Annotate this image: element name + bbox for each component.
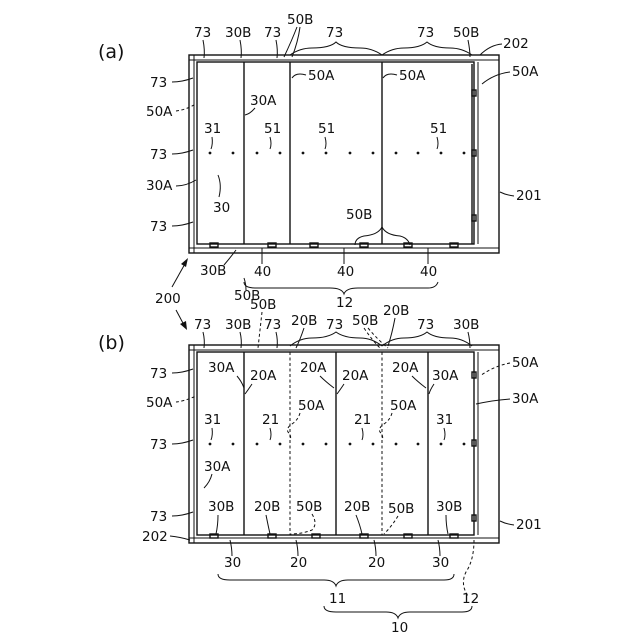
label-50B: 50B: [296, 499, 322, 515]
panel-a-tag: (a): [98, 41, 124, 63]
cabinet-a-inner: [197, 62, 474, 244]
label-40: 40: [420, 264, 437, 280]
label-73: 73: [150, 366, 167, 382]
panel-a: (a): [98, 12, 542, 311]
cabinet-a-outer: [189, 55, 499, 253]
label-50B: 50B: [346, 207, 372, 223]
label-31: 31: [436, 412, 453, 428]
label-30B: 30B: [436, 499, 462, 515]
label-73: 73: [194, 317, 211, 333]
label-200-group: 200: [155, 258, 188, 330]
label-40: 40: [254, 264, 271, 280]
label-30A: 30A: [432, 368, 459, 384]
label-31: 31: [204, 412, 221, 428]
label-200: 200: [155, 291, 181, 307]
label-20B: 20B: [383, 303, 409, 319]
label-50A: 50A: [308, 68, 335, 84]
label-30B: 30B: [453, 317, 479, 333]
label-12: 12: [336, 295, 353, 311]
label-30A: 30A: [146, 178, 173, 194]
label-50A: 50A: [390, 398, 417, 414]
label-30B: 30B: [225, 25, 251, 41]
dots-b: [209, 443, 466, 446]
label-12: 12: [462, 591, 479, 607]
label-50B: 50B: [250, 297, 276, 313]
label-30: 30: [432, 555, 449, 571]
label-50A: 50A: [146, 104, 173, 120]
label-21: 21: [262, 412, 279, 428]
label-20: 20: [290, 555, 307, 571]
label-20A: 20A: [392, 360, 419, 376]
label-201: 201: [516, 517, 542, 533]
label-30: 30: [213, 200, 230, 216]
label-30A: 30A: [208, 360, 235, 376]
label-73: 73: [150, 147, 167, 163]
label-202: 202: [503, 36, 529, 52]
label-50A: 50A: [399, 68, 426, 84]
label-73: 73: [150, 75, 167, 91]
label-20: 20: [368, 555, 385, 571]
bracket-12-a: [244, 282, 438, 294]
label-73: 73: [150, 219, 167, 235]
label-30B: 30B: [225, 317, 251, 333]
label-73: 73: [326, 317, 343, 333]
label-20A: 20A: [300, 360, 327, 376]
label-50B: 50B: [388, 501, 414, 517]
label-30B: 30B: [208, 499, 234, 515]
bracket-10: [324, 606, 472, 618]
label-73: 73: [150, 509, 167, 525]
label-20A: 20A: [250, 368, 277, 384]
label-73: 73: [194, 25, 211, 41]
label-51: 51: [430, 121, 447, 137]
label-73: 73: [417, 25, 434, 41]
dots-a: [209, 152, 466, 155]
label-30: 30: [224, 555, 241, 571]
label-30A: 30A: [512, 391, 539, 407]
label-73: 73: [264, 25, 281, 41]
label-20A: 20A: [342, 368, 369, 384]
label-73: 73: [417, 317, 434, 333]
label-51: 51: [264, 121, 281, 137]
label-20B: 20B: [254, 499, 280, 515]
label-50A: 50A: [512, 355, 539, 371]
label-40: 40: [337, 264, 354, 280]
label-21: 21: [354, 412, 371, 428]
label-50A: 50A: [146, 395, 173, 411]
label-30B: 30B: [200, 263, 226, 279]
label-20B: 20B: [344, 499, 370, 515]
label-30A: 30A: [204, 459, 231, 475]
label-11: 11: [329, 591, 346, 607]
label-50B: 50B: [352, 313, 378, 329]
label-202: 202: [142, 529, 168, 545]
label-10: 10: [391, 620, 408, 636]
label-31: 31: [204, 121, 221, 137]
label-30A: 30A: [250, 93, 277, 109]
label-73: 73: [264, 317, 281, 333]
label-73: 73: [150, 437, 167, 453]
label-20B: 20B: [291, 313, 317, 329]
label-201: 201: [516, 188, 542, 204]
label-51: 51: [318, 121, 335, 137]
label-73: 73: [326, 25, 343, 41]
label-50B: 50B: [453, 25, 479, 41]
panel-b: (b): [98, 297, 542, 636]
label-50B: 50B: [287, 12, 313, 28]
label-50A: 50A: [298, 398, 325, 414]
bracket-11: [218, 574, 454, 586]
panel-b-tag: (b): [98, 332, 125, 354]
label-50A: 50A: [512, 64, 539, 80]
